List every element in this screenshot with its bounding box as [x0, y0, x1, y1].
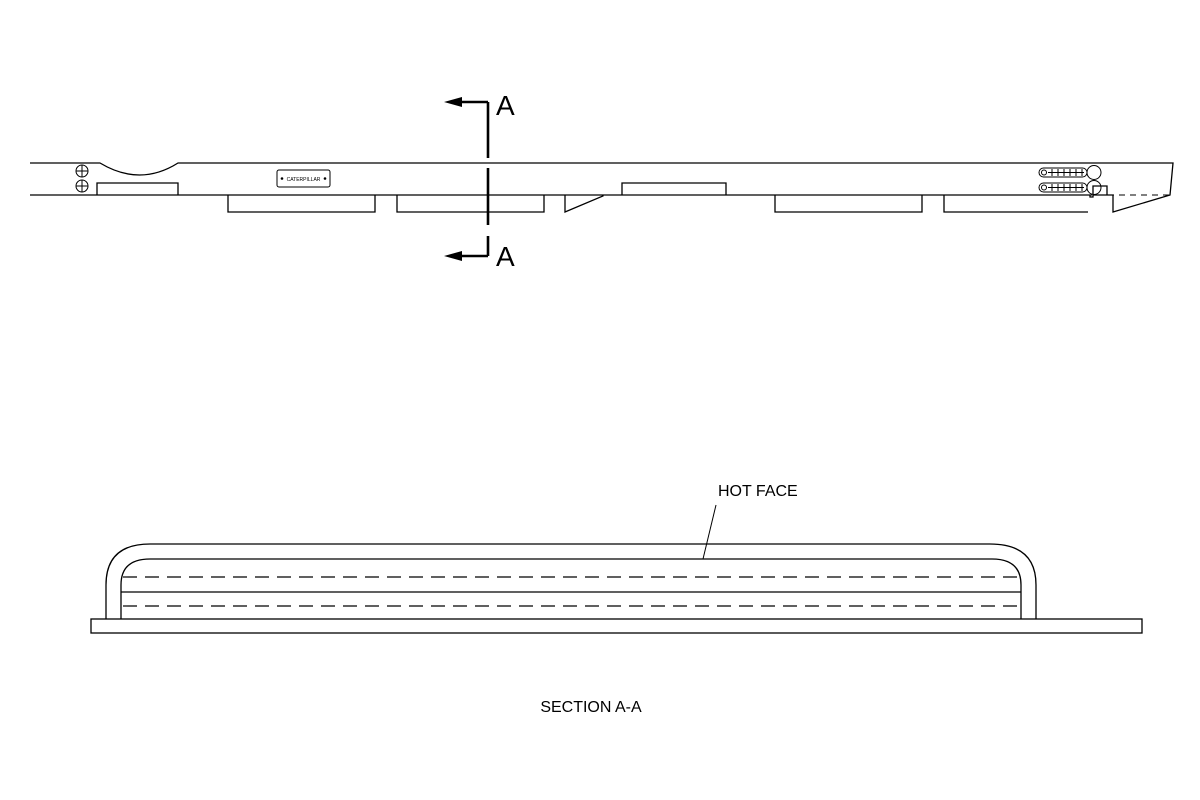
hot-face-callout: HOT FACE — [718, 483, 798, 500]
section-marker-bottom: A — [496, 241, 515, 272]
section-marker-top: A — [496, 90, 515, 121]
section-view: HOT FACE SECTION A-A — [90, 483, 1143, 716]
nameplate: CATERPILLAR — [276, 169, 331, 188]
nameplate-label: CATERPILLAR — [287, 177, 321, 183]
fitting-icons — [1038, 165, 1102, 195]
profile-outline — [30, 162, 1174, 213]
section-cut-line: A A — [444, 90, 515, 272]
profile-view: CATERPILLAR A A — [30, 90, 1174, 272]
hot-face-leader — [702, 504, 717, 560]
outer-shell — [105, 543, 1037, 619]
section-title: SECTION A-A — [540, 699, 642, 716]
arrow-left-icon — [444, 97, 462, 107]
lifting-eye-icons — [75, 164, 89, 193]
arrow-left-icon — [444, 251, 462, 261]
inner-shell — [120, 558, 1022, 619]
base-plate — [90, 618, 1143, 634]
